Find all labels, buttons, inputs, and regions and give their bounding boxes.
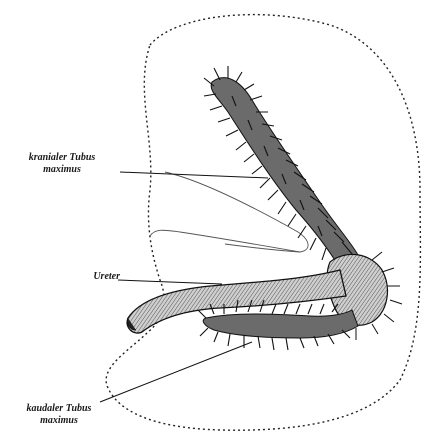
leader-kaudaler <box>100 342 252 402</box>
label-kranialer-line1: kranialer Tubus <box>2 152 122 164</box>
label-kaudaler-line1: kaudaler Tubus <box>4 403 114 415</box>
leader-kranialer <box>120 172 268 178</box>
leader-ureter <box>118 280 222 284</box>
label-kaudaler-tubus-maximus: kaudaler Tubus maximus <box>4 403 114 427</box>
kidney-outline <box>106 15 420 431</box>
papilla-outline-lower <box>150 230 300 252</box>
label-kranialer-tubus-maximus: kranialer Tubus maximus <box>2 152 122 176</box>
label-kranialer-line2: maximus <box>2 164 122 176</box>
label-ureter: Ureter <box>60 271 120 283</box>
cranial-tubus-maximus <box>204 66 358 262</box>
label-kaudaler-line2: maximus <box>4 415 114 427</box>
